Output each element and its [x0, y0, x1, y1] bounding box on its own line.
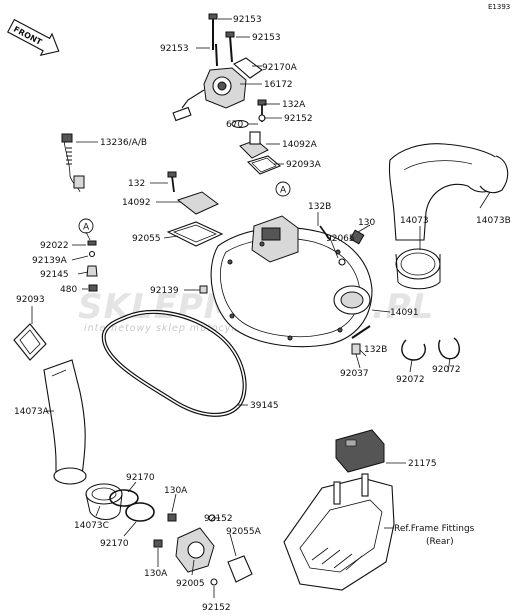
label-14073a: 14073A	[14, 407, 50, 417]
label-92170-bottom: 92170	[100, 539, 129, 549]
label-92037: 92037	[340, 369, 369, 379]
label-480: 480	[60, 285, 77, 295]
label-132b-bottom: 132B	[364, 345, 387, 355]
fitting-part	[153, 513, 253, 586]
label-21175: 21175	[408, 459, 437, 469]
duct-clamp-part	[395, 248, 441, 290]
label-92153-right: 92153	[252, 33, 281, 43]
label-92153-top: 92153	[233, 15, 262, 25]
label-16172: 16172	[264, 80, 293, 90]
label-14091: 14091	[390, 308, 419, 318]
leader-lines	[31, 18, 491, 598]
label-92072-right: 92072	[432, 365, 461, 375]
front-arrow-icon: FRONT	[7, 18, 60, 56]
cover-bolts-part	[199, 225, 365, 294]
label-130: 130	[358, 218, 375, 228]
label-92055: 92055	[132, 234, 161, 244]
callout-a-top-letter: A	[280, 186, 287, 196]
label-132a: 132A	[282, 100, 306, 110]
watermark-tagline: internetowy sklep motocyklowy	[84, 323, 264, 334]
stud-and-clamps-part	[351, 325, 460, 361]
cvt-cover-part	[210, 215, 373, 348]
label-14073c: 14073C	[74, 521, 109, 531]
label-92005: 92005	[176, 579, 205, 589]
seal-part	[13, 323, 47, 361]
label-14092a: 14092A	[282, 140, 318, 150]
callout-a-left-letter: A	[83, 223, 90, 233]
label-92139a: 92139A	[32, 256, 68, 266]
frame-fittings-part	[283, 473, 395, 591]
small-parts-stack	[86, 240, 98, 292]
label-92170-top: 92170	[126, 473, 155, 483]
label-92170a: 92170A	[262, 63, 298, 73]
label-92152-bottom: 92152	[202, 603, 231, 613]
part-labels: 92153 92153 92153 92170A 16172 132A 670 …	[14, 15, 511, 613]
label-14073b: 14073B	[476, 216, 511, 226]
inspection-cover-part	[166, 171, 224, 247]
electronic-module-part	[335, 429, 385, 473]
label-670: 670	[226, 120, 243, 130]
label-39145: 39145	[250, 401, 279, 411]
label-92093: 92093	[16, 295, 45, 305]
label-92152-mid: 92152	[204, 514, 233, 524]
label-92152-top: 92152	[284, 114, 313, 124]
intake-duct-part	[43, 359, 87, 485]
label-ref-frame-rear: (Rear)	[426, 537, 454, 547]
label-130a-top: 130A	[164, 486, 188, 496]
label-92022: 92022	[40, 241, 69, 251]
label-14073: 14073	[400, 216, 429, 226]
label-92093a: 92093A	[286, 160, 322, 170]
label-132b-top: 132B	[308, 202, 331, 212]
callout-a-top: A	[275, 181, 291, 197]
label-14092: 14092	[122, 198, 151, 208]
callout-a-left: A	[78, 218, 94, 234]
label-130a-bottom: 130A	[144, 569, 168, 579]
label-92072-left: 92072	[396, 375, 425, 385]
label-92139: 92139	[150, 286, 179, 296]
drive-belt-part	[101, 310, 247, 417]
coupler-part	[85, 483, 155, 522]
label-ref-frame-fittings: Ref.Frame Fittings	[394, 524, 475, 534]
label-13236: 13236/A/B	[100, 138, 147, 148]
outlet-duct-part	[388, 143, 509, 241]
label-92065: 92065	[326, 234, 355, 244]
label-92145: 92145	[40, 270, 69, 280]
diagram-code: E1393	[488, 3, 510, 11]
label-132: 132	[128, 179, 145, 189]
cable-part	[61, 133, 85, 193]
label-92055a: 92055A	[226, 527, 262, 537]
actuator-assembly-part	[172, 13, 282, 175]
label-92153-left: 92153	[160, 44, 189, 54]
